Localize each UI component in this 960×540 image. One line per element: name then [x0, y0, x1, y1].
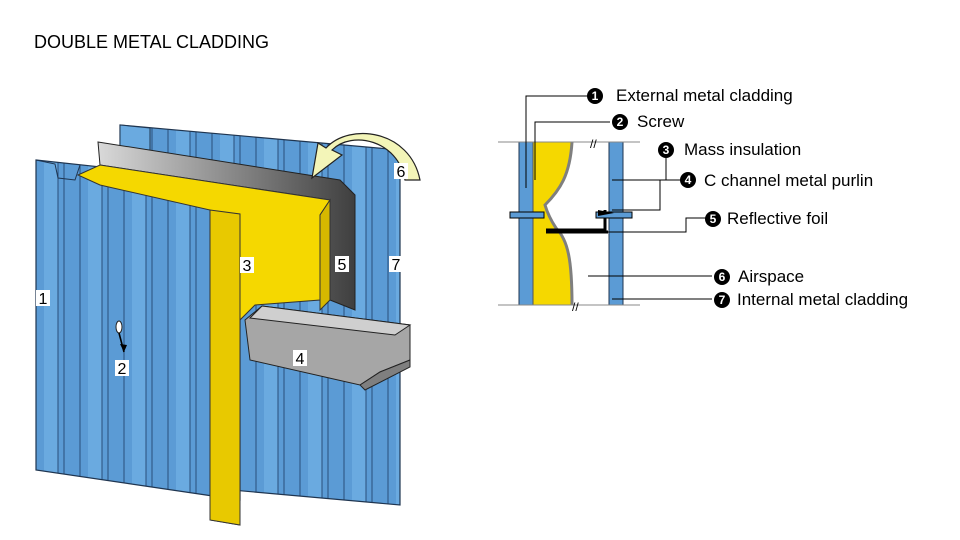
svg-text:2: 2: [617, 115, 624, 129]
legend-num-6: 6: [714, 269, 730, 285]
svg-text:3: 3: [663, 143, 670, 157]
internal-cladding-section: [608, 141, 624, 306]
legend-label-mass-insulation: Mass insulation: [684, 140, 802, 159]
legend-label-internal-cladding: Internal metal cladding: [737, 290, 909, 309]
legend-label-external-cladding: External metal cladding: [616, 86, 793, 105]
svg-text:5: 5: [710, 212, 717, 226]
purlin-3d: [244, 305, 412, 391]
curved-arrow-icon: [311, 132, 421, 181]
marker-4-3d: 4: [293, 350, 307, 368]
svg-text://: //: [590, 137, 597, 151]
svg-text:6: 6: [397, 164, 406, 181]
section-view: // //: [498, 137, 640, 314]
svg-text:1: 1: [592, 89, 599, 103]
legend-num-5: 5: [705, 211, 721, 227]
marker-5-3d: 5: [335, 256, 349, 274]
legend-num-2: 2: [612, 114, 628, 130]
foil-section: [543, 141, 574, 306]
marker-6-3d: 6: [394, 163, 408, 181]
insulation-3d: [76, 164, 331, 526]
external-cladding-3d: [35, 159, 241, 501]
svg-text:7: 7: [392, 257, 401, 274]
legend-num-1: 1: [587, 88, 603, 104]
svg-text:7: 7: [719, 293, 726, 307]
marker-7-3d: 7: [389, 256, 403, 274]
marker-2-3d: 2: [115, 360, 129, 378]
marker-1-3d: 1: [36, 290, 50, 308]
legend-num-7: 7: [714, 292, 730, 308]
page-title: DOUBLE METAL CLADDING: [34, 32, 270, 52]
svg-text:3: 3: [243, 258, 252, 275]
legend-label-purlin: C channel metal purlin: [704, 171, 874, 190]
svg-text:2: 2: [118, 361, 127, 378]
legend-label-airspace: Airspace: [738, 267, 805, 286]
legend-label-screw: Screw: [637, 112, 685, 131]
screw-3d: [115, 320, 127, 353]
svg-text:4: 4: [296, 351, 305, 368]
marker-3-3d: 3: [240, 257, 254, 275]
legend-label-reflective-foil: Reflective foil: [727, 209, 829, 228]
svg-text:4: 4: [685, 173, 692, 187]
svg-text:6: 6: [719, 270, 726, 284]
svg-text://: //: [572, 300, 579, 314]
legend-num-4: 4: [680, 172, 696, 188]
svg-text:5: 5: [338, 257, 347, 274]
svg-text:1: 1: [39, 291, 48, 308]
legend-num-3: 3: [658, 142, 674, 158]
